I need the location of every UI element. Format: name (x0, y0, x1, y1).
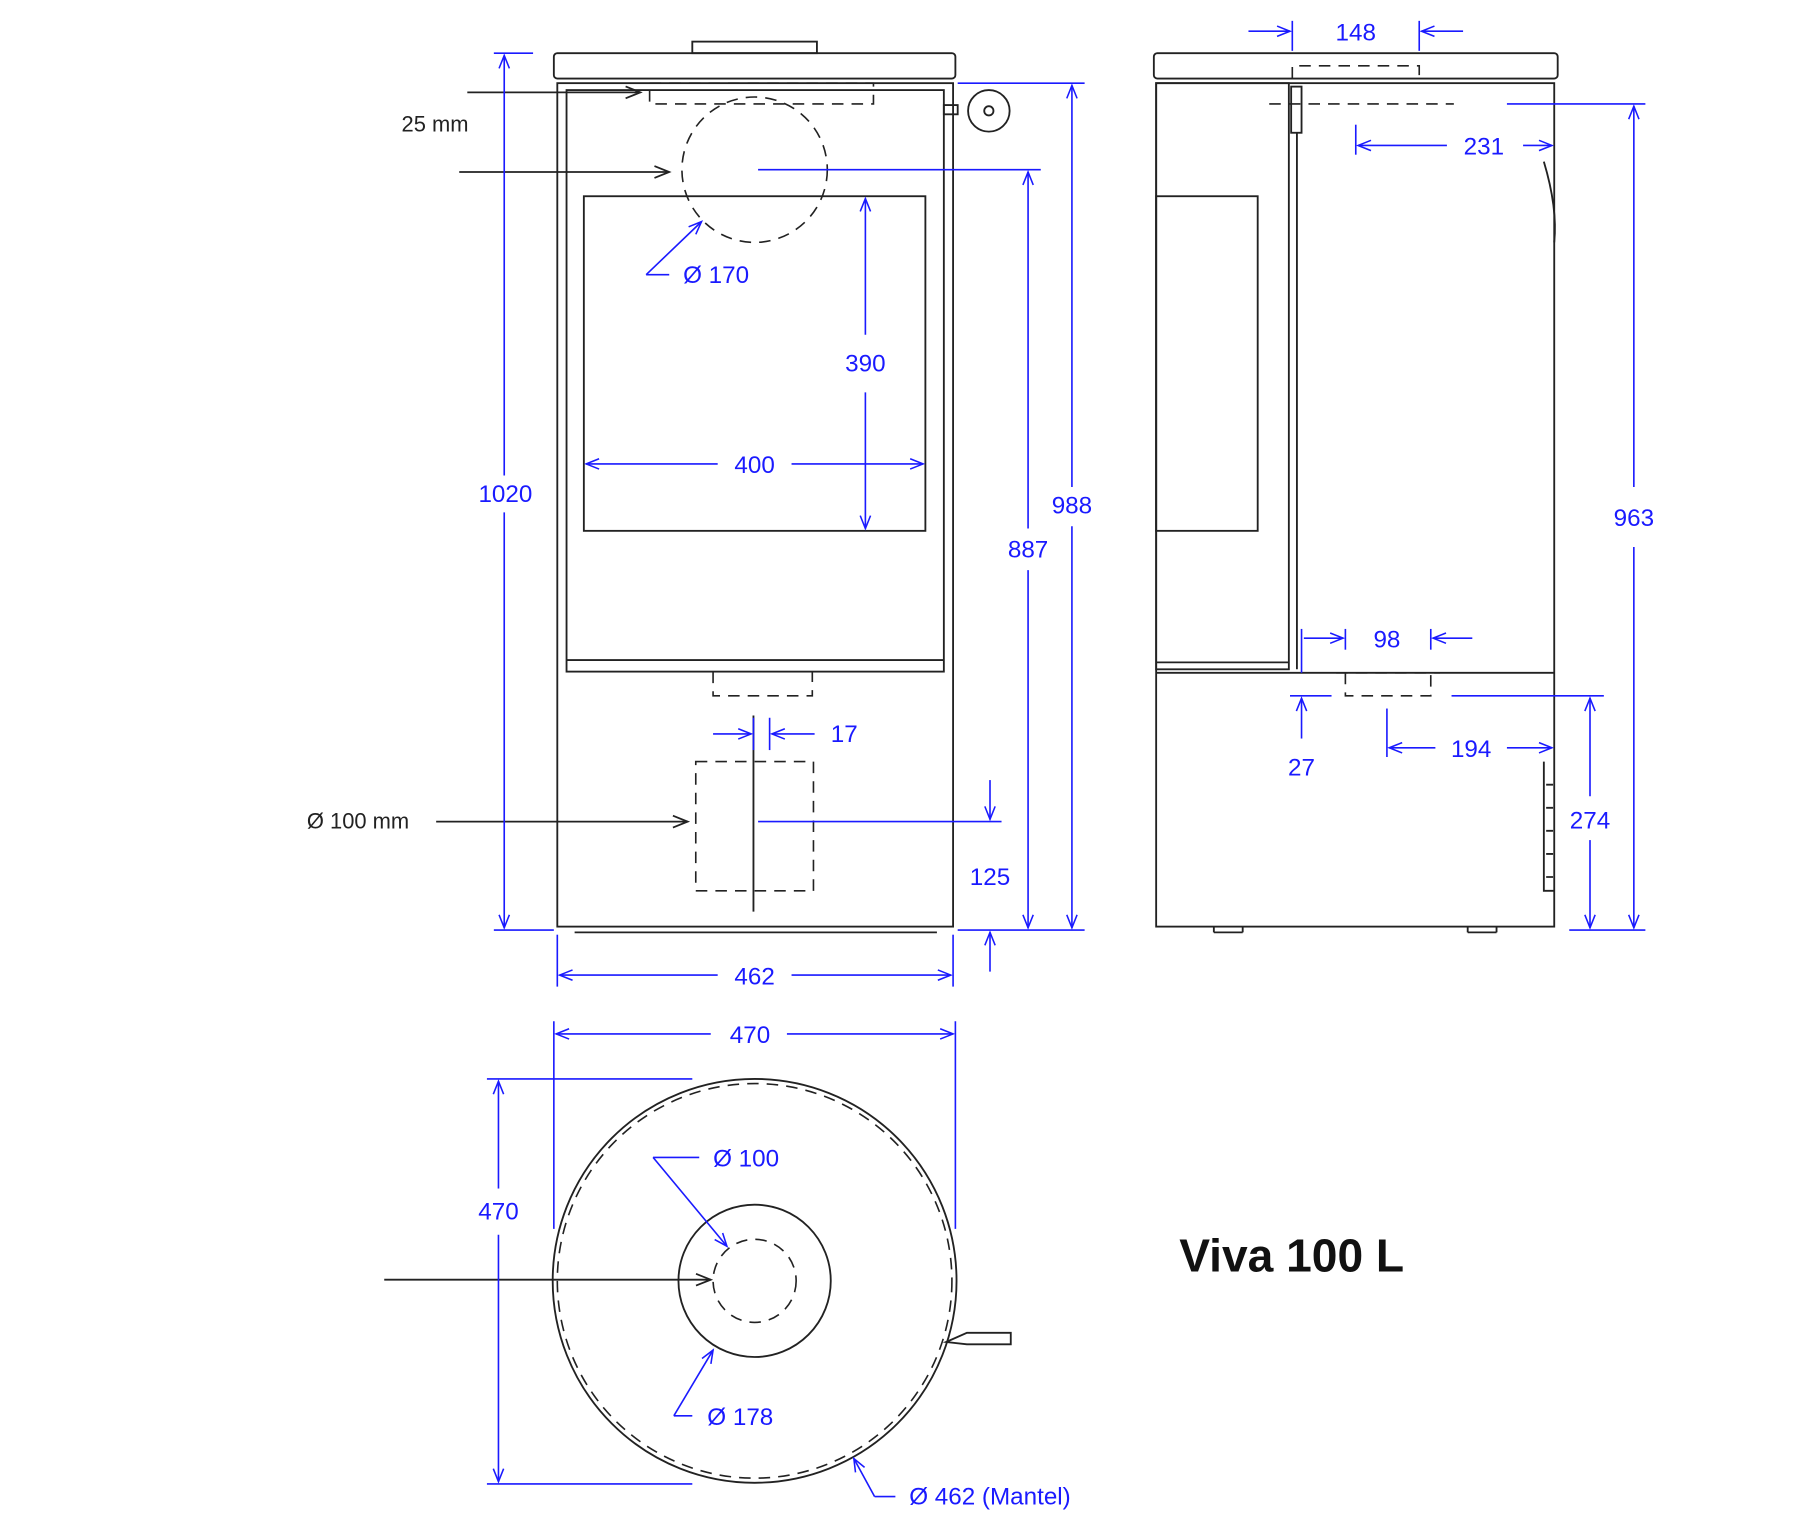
model-title: Viva 100 L (1179, 1230, 1404, 1282)
body-width-dim: 462 (734, 963, 774, 990)
top-view: 470 470 Ø 100 Ø 178 Ø 462 (Mantel) (384, 1021, 1071, 1511)
flue-center-height-dim: 887 (1008, 536, 1048, 563)
air-inlet-height-dim: 125 (970, 864, 1010, 891)
top-flue-width-dim: 148 (1336, 19, 1376, 46)
air-inlet-label: Ø 100 mm (307, 809, 409, 834)
front-view: 25 mm Ø 100 mm 1020 988 887 390 400 Ø 17… (307, 40, 1092, 990)
bottom-flue-width-dim: 98 (1373, 626, 1400, 653)
flue-depth-dim: 231 (1464, 134, 1504, 161)
inlet-diameter-dim: Ø 100 (713, 1146, 779, 1173)
mantel-diameter-dim: Ø 462 (Mantel) (909, 1484, 1071, 1511)
window-width-dim: 400 (734, 452, 774, 479)
air-inlet-offset-dim: 17 (831, 721, 858, 748)
rear-inlet-height-dim: 274 (1570, 808, 1610, 835)
flue-diameter-top-dim: Ø 178 (707, 1404, 773, 1431)
side-view: 148 231 963 98 27 194 274 (1152, 19, 1654, 934)
bottom-flue-offset-dim: 27 (1288, 754, 1315, 781)
flue-diameter-dim: Ø 170 (683, 262, 749, 289)
side-height-dim: 963 (1614, 505, 1654, 532)
flue-offset-label: 25 mm (402, 112, 469, 137)
total-height-dim: 1020 (478, 481, 532, 508)
window-height-dim: 390 (845, 351, 885, 378)
door-handle-icon (967, 89, 1011, 133)
top-width-dim: 470 (730, 1022, 770, 1049)
body-height-dim: 988 (1052, 493, 1092, 520)
bottom-flue-depth-dim: 194 (1451, 736, 1491, 763)
top-depth-dim: 470 (478, 1199, 518, 1226)
